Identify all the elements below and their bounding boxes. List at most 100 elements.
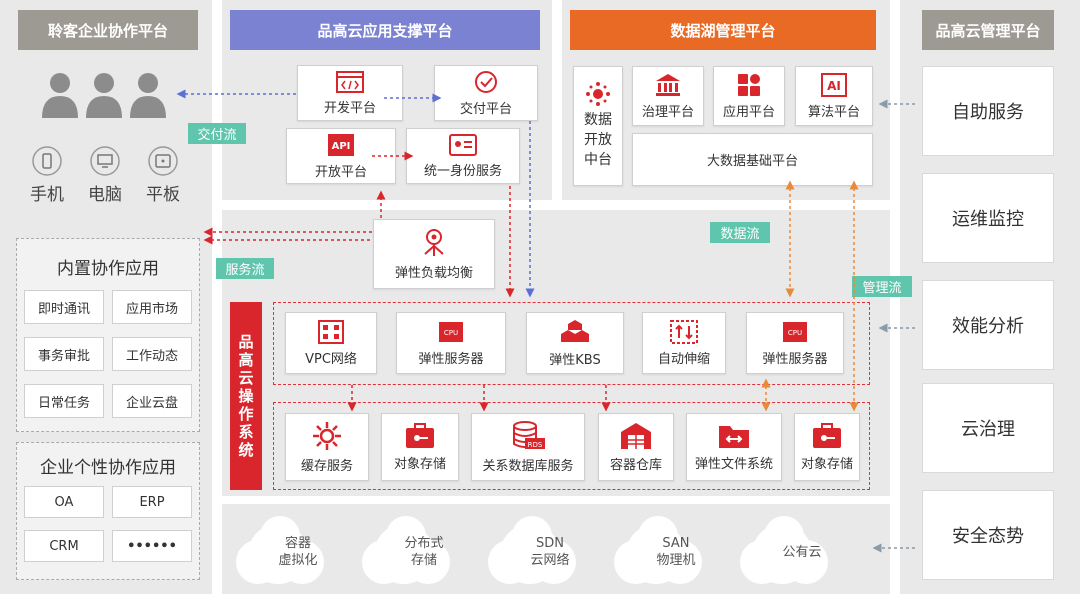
pc-icon xyxy=(90,146,120,176)
custom-app-oa: OA xyxy=(24,486,104,518)
api-text: API xyxy=(332,141,351,152)
device-label-mobile: 手机 xyxy=(30,185,64,205)
cpu-icon: CPU xyxy=(439,321,463,342)
governance-platform: 治理平台 xyxy=(632,66,704,126)
rds-service: RDS 关系数据库服务 xyxy=(471,413,585,481)
storage-group xyxy=(273,402,870,490)
infra-san: SAN 物理机 xyxy=(656,536,696,568)
mgmt-security: 安全态势 xyxy=(922,490,1054,580)
user-group-icon xyxy=(40,70,170,120)
builtin-app-dynamics: 工作动态 xyxy=(112,337,192,371)
dev-platform-label: 开发平台 xyxy=(323,100,376,116)
cloud-san xyxy=(614,516,702,584)
compute-group xyxy=(273,302,870,385)
bigdata-platform: 大数据基础平台 xyxy=(632,133,873,186)
builtin-app-approval: 事务审批 xyxy=(24,337,104,371)
code-window-icon xyxy=(336,70,364,93)
cpu-text: CPU xyxy=(444,329,458,337)
data-open-center: 数据开放中台 xyxy=(573,66,623,186)
api-icon: API xyxy=(328,133,354,156)
custom-app-erp: ERP xyxy=(112,486,192,518)
hub-icon xyxy=(586,82,610,106)
algorithm-platform-label: 算法平台 xyxy=(807,104,860,120)
identity-service-label: 统一身份服务 xyxy=(423,163,502,179)
management-flow-tag: 管理流 xyxy=(852,276,912,297)
builtin-app-tasks: 日常任务 xyxy=(24,384,104,418)
container-registry-label: 容器仓库 xyxy=(609,457,662,473)
rds-text: RDS xyxy=(528,441,543,449)
auto-scaling: 自动伸缩 xyxy=(642,312,726,374)
container-registry: 容器仓库 xyxy=(598,413,674,481)
elastic-load-balancer: 弹性负载均衡 xyxy=(373,219,495,289)
header-lingke: 聆客企业协作平台 xyxy=(18,10,198,50)
cloud-shapes xyxy=(222,504,890,594)
infra-container-virt: 容器 虚拟化 xyxy=(278,536,318,568)
ai-chip-icon: AI xyxy=(821,72,847,97)
open-platform-label: 开放平台 xyxy=(314,164,367,180)
cache-gear-icon xyxy=(313,421,341,450)
warehouse-icon xyxy=(621,422,651,449)
id-card-icon xyxy=(449,133,477,156)
infra-public-cloud: 公有云 xyxy=(782,544,822,560)
header-data-lake: 数据湖管理平台 xyxy=(570,10,876,50)
builtin-app-im: 即时通讯 xyxy=(24,290,104,324)
infra-sdn: SDN 云网络 xyxy=(530,536,570,568)
mgmt-efficiency: 效能分析 xyxy=(922,280,1054,370)
elastic-kbs-label: 弹性KBS xyxy=(549,352,601,368)
elastic-load-balancer-label: 弹性负载均衡 xyxy=(394,265,473,281)
builtin-apps-title: 内置协作应用 xyxy=(57,259,159,279)
os-title-bar: 品高云操作系统 xyxy=(230,302,262,490)
cubes-icon xyxy=(561,319,589,342)
elastic-server-1-label: 弹性服务器 xyxy=(418,351,484,367)
database-icon: RDS xyxy=(513,420,545,449)
elastic-server-1: CPU 弹性服务器 xyxy=(396,312,506,374)
application-platform-label: 应用平台 xyxy=(722,104,775,120)
device-label-pc: 电脑 xyxy=(88,185,122,205)
cloud-distributed-storage xyxy=(362,516,450,584)
governance-platform-label: 治理平台 xyxy=(641,104,694,120)
os-title: 品高云操作系统 xyxy=(238,333,254,459)
cloud-container-virtualization xyxy=(236,516,324,584)
scaling-icon xyxy=(670,319,698,344)
identity-service: 统一身份服务 xyxy=(406,128,520,184)
ai-text: AI xyxy=(827,79,841,93)
rds-service-label: 关系数据库服务 xyxy=(482,458,574,474)
storage-case-icon xyxy=(813,422,841,448)
builtin-app-market: 应用市场 xyxy=(112,290,192,324)
folder-icon xyxy=(719,425,749,448)
data-open-center-label: 数据开放中台 xyxy=(584,112,612,168)
application-platform: 应用平台 xyxy=(713,66,785,126)
infra-distributed-storage: 分布式 存储 xyxy=(404,536,444,568)
elastic-file-system: 弹性文件系统 xyxy=(686,413,782,481)
delivery-platform-label: 交付平台 xyxy=(459,101,512,117)
elastic-kbs: 弹性KBS xyxy=(526,312,624,374)
vpc-icon xyxy=(318,319,344,344)
vpc-network-label: VPC网络 xyxy=(305,351,357,367)
header-mgmt: 品高云管理平台 xyxy=(922,10,1054,50)
tablet-icon xyxy=(148,146,178,176)
custom-apps-title: 企业个性协作应用 xyxy=(40,458,176,478)
load-balancer-icon xyxy=(424,228,444,256)
object-storage-2: 对象存储 xyxy=(794,413,860,481)
custom-app-more: •••••• xyxy=(112,530,192,562)
mgmt-ops-monitor: 运维监控 xyxy=(922,173,1054,263)
cpu-text: CPU xyxy=(788,329,802,337)
header-app-platform: 品高云应用支撑平台 xyxy=(230,10,540,50)
delivery-badge-icon xyxy=(475,70,497,93)
mgmt-self-service: 自助服务 xyxy=(922,66,1054,156)
cache-service: 缓存服务 xyxy=(285,413,369,481)
delivery-flow-tag: 交付流 xyxy=(188,123,246,144)
mgmt-governance: 云治理 xyxy=(922,383,1054,473)
auto-scaling-label: 自动伸缩 xyxy=(657,351,710,367)
elastic-server-2-label: 弹性服务器 xyxy=(762,351,828,367)
object-storage-1-label: 对象存储 xyxy=(393,456,446,472)
cpu-icon: CPU xyxy=(783,321,807,342)
storage-case-icon xyxy=(406,422,434,448)
device-label-tablet: 平板 xyxy=(146,185,180,205)
delivery-platform: 交付平台 xyxy=(434,65,538,121)
cloud-sdn xyxy=(488,516,576,584)
service-flow-tag: 服务流 xyxy=(216,258,274,279)
mobile-icon xyxy=(32,146,62,176)
object-storage-1: 对象存储 xyxy=(381,413,459,481)
